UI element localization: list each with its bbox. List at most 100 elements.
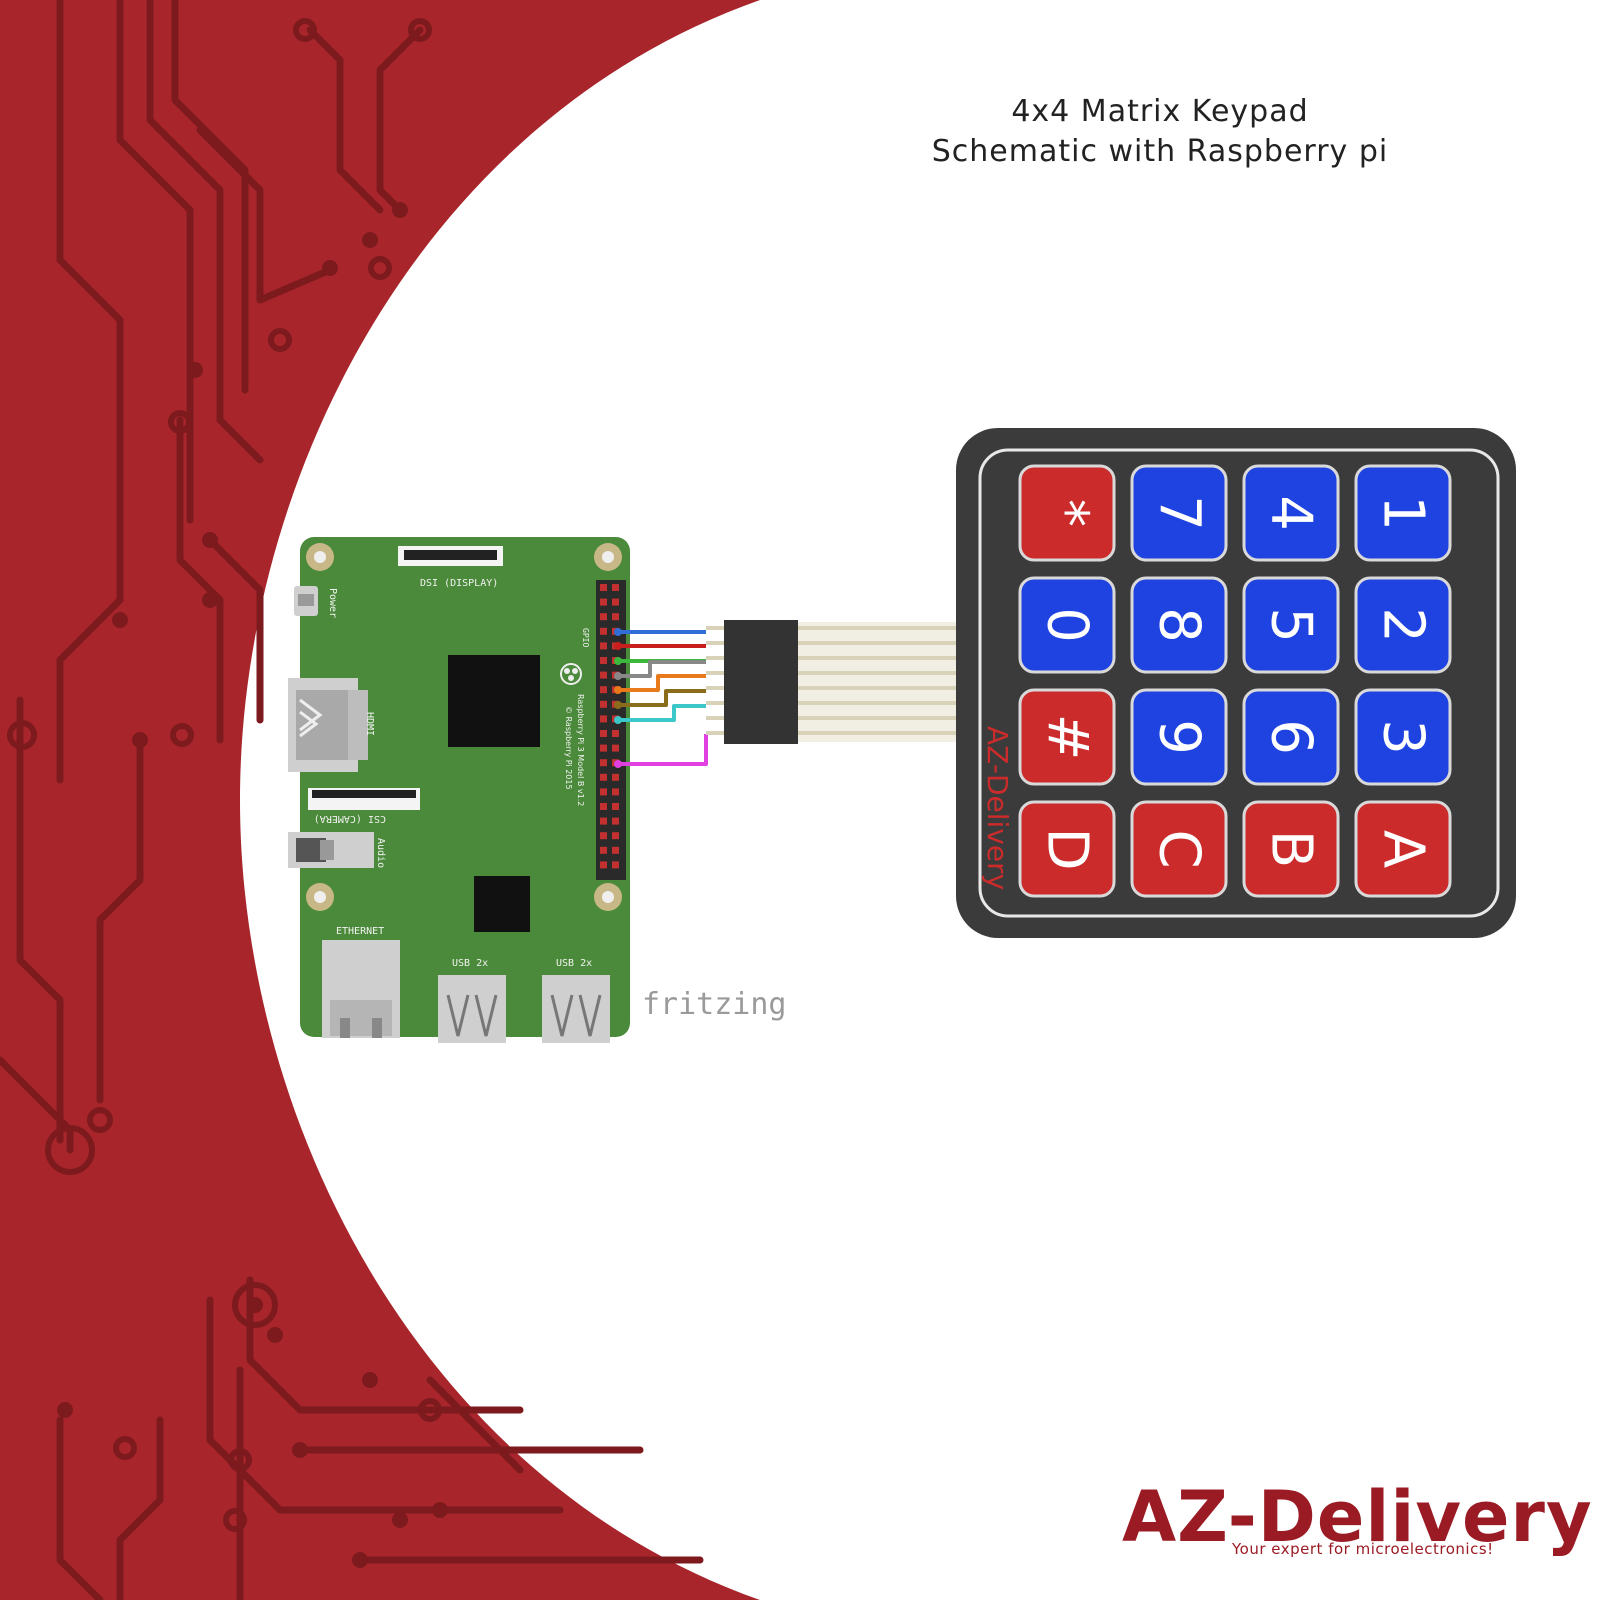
key-A[interactable]: A bbox=[1354, 800, 1452, 898]
key-8[interactable]: 8 bbox=[1130, 576, 1228, 674]
gpio-pin bbox=[600, 627, 607, 635]
key-star[interactable]: * bbox=[1018, 464, 1116, 562]
usb-port-1 bbox=[438, 975, 506, 1043]
key-label: 2 bbox=[1371, 607, 1436, 643]
connector-pin bbox=[706, 626, 724, 630]
key-7[interactable]: 7 bbox=[1130, 464, 1228, 562]
gpio-pin bbox=[600, 846, 607, 854]
diagram-title: 4x4 Matrix Keypad Schematic with Raspber… bbox=[880, 92, 1440, 172]
gpio-pin bbox=[612, 613, 619, 621]
usb-1-label: USB 2x bbox=[452, 958, 488, 969]
model-label-line2: © Raspberry Pi 2015 bbox=[564, 706, 573, 790]
connector-pin bbox=[706, 686, 724, 690]
gpio-pin bbox=[612, 773, 619, 781]
csi-label: CSI (CAMERA) bbox=[314, 813, 386, 824]
key-label: 1 bbox=[1371, 495, 1436, 531]
key-B[interactable]: B bbox=[1242, 800, 1340, 898]
jumper-wires bbox=[614, 628, 708, 768]
key-5[interactable]: 5 bbox=[1242, 576, 1340, 674]
circuit-traces bbox=[0, 0, 704, 1600]
key-0[interactable]: 0 bbox=[1018, 576, 1116, 674]
key-face bbox=[1130, 688, 1228, 786]
raspberry-logo-icon bbox=[560, 663, 582, 685]
fritzing-watermark: fritzing bbox=[642, 987, 787, 1022]
connector-pin bbox=[706, 656, 724, 660]
gpio-pin bbox=[600, 657, 607, 664]
brand-tagline: Your expert for microelectronics! bbox=[1232, 1540, 1494, 1558]
audio-label: Audio bbox=[375, 838, 386, 868]
power-label: Power bbox=[327, 588, 338, 618]
key-face bbox=[1354, 800, 1452, 898]
gpio-pin bbox=[600, 584, 607, 591]
jumper-wire bbox=[618, 689, 706, 707]
key-face bbox=[1242, 800, 1340, 898]
connector-pin bbox=[706, 731, 724, 735]
key-2[interactable]: 2 bbox=[1354, 576, 1452, 674]
circuit-rings bbox=[7, 18, 442, 1532]
keypad-connector bbox=[724, 620, 798, 744]
gpio-pin bbox=[600, 598, 607, 606]
jumper-wire bbox=[618, 674, 706, 692]
ribbon-body bbox=[798, 622, 958, 742]
gpio-pin bbox=[600, 773, 607, 781]
key-face bbox=[1130, 800, 1228, 898]
key-face bbox=[1354, 688, 1452, 786]
circuit-pads bbox=[57, 202, 448, 1568]
csi-connector bbox=[308, 788, 420, 810]
key-hash[interactable]: # bbox=[1018, 688, 1116, 786]
usb-controller-chip bbox=[474, 876, 530, 932]
jumper-wire bbox=[618, 734, 708, 766]
key-label: # bbox=[1035, 714, 1100, 761]
ribbon-strand bbox=[798, 731, 958, 735]
gpio-pin bbox=[600, 671, 607, 679]
gpio-pin bbox=[612, 598, 619, 606]
ribbon-strand bbox=[798, 701, 958, 705]
power-connector bbox=[294, 586, 318, 616]
ribbon-strand bbox=[798, 686, 958, 690]
gpio-pin bbox=[600, 861, 607, 869]
wire-end bbox=[614, 628, 622, 636]
audio-jack bbox=[288, 832, 374, 868]
key-label: 0 bbox=[1035, 607, 1100, 643]
connector-pin bbox=[706, 716, 724, 720]
key-3[interactable]: 3 bbox=[1354, 688, 1452, 786]
connector-pin bbox=[706, 701, 724, 705]
key-9[interactable]: 9 bbox=[1130, 688, 1228, 786]
key-D[interactable]: D bbox=[1018, 800, 1116, 898]
gpio-pin bbox=[612, 817, 619, 825]
wire-end bbox=[614, 701, 622, 709]
key-label: C bbox=[1147, 829, 1212, 868]
wire-end bbox=[614, 760, 622, 768]
board-pcb bbox=[300, 537, 630, 1037]
title-line-1: 4x4 Matrix Keypad bbox=[1011, 94, 1309, 129]
gpio-pin bbox=[600, 817, 607, 825]
key-face bbox=[1130, 464, 1228, 562]
wire-end bbox=[614, 686, 622, 694]
gpio-pin bbox=[600, 613, 607, 621]
key-label: 3 bbox=[1371, 719, 1436, 755]
key-4[interactable]: 4 bbox=[1242, 464, 1340, 562]
key-label: 9 bbox=[1147, 719, 1212, 755]
hdmi-port bbox=[288, 678, 368, 772]
keypad-brand: AZ-Delivery bbox=[981, 726, 1014, 890]
ribbon-cable bbox=[706, 622, 958, 742]
key-1[interactable]: 1 bbox=[1354, 464, 1452, 562]
key-C[interactable]: C bbox=[1130, 800, 1228, 898]
soc-chip bbox=[448, 655, 540, 747]
key-6[interactable]: 6 bbox=[1242, 688, 1340, 786]
ribbon-strand bbox=[798, 641, 958, 645]
keypad-border bbox=[978, 448, 1500, 918]
model-label-line1: Raspberry Pi 3 Model B v1.2 bbox=[576, 694, 585, 806]
gpio-pin bbox=[600, 744, 607, 752]
gpio-pin bbox=[612, 788, 619, 796]
key-label: 8 bbox=[1147, 607, 1212, 643]
gpio-header bbox=[596, 580, 626, 880]
key-face bbox=[1018, 576, 1116, 674]
gpio-pin bbox=[600, 715, 607, 723]
key-label: * bbox=[1035, 499, 1100, 527]
ribbon-strand bbox=[798, 626, 958, 630]
key-face bbox=[1018, 464, 1116, 562]
gpio-pin bbox=[600, 730, 607, 737]
key-label: 7 bbox=[1147, 495, 1212, 531]
wire-end bbox=[614, 657, 622, 665]
